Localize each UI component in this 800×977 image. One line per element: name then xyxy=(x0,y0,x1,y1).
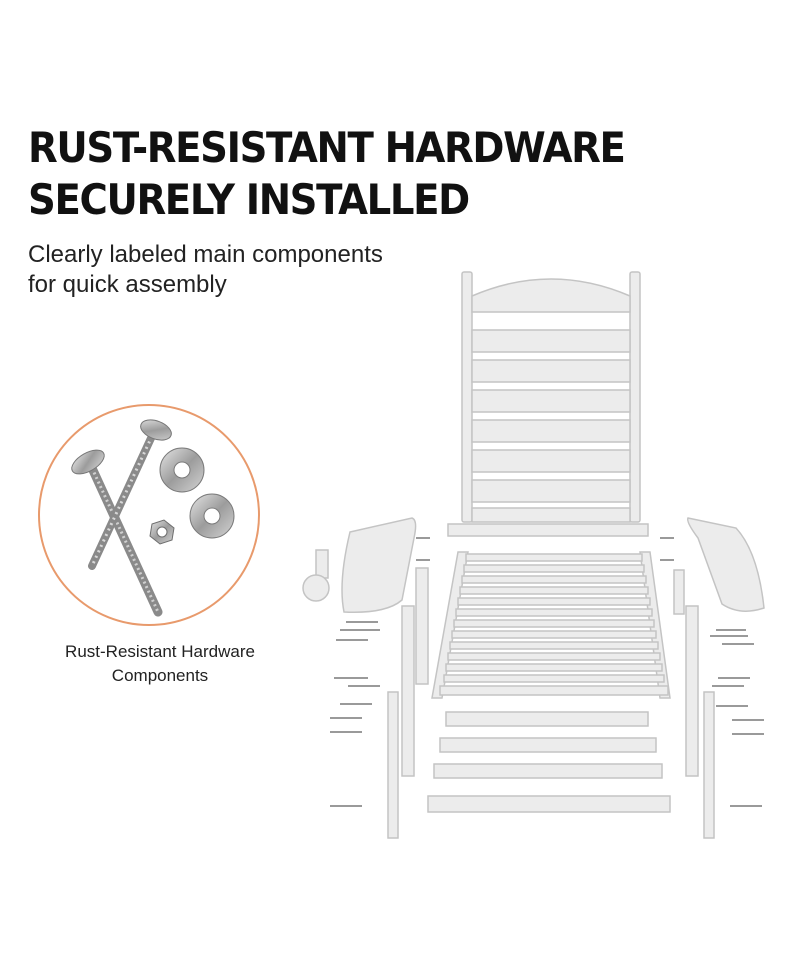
exploded-chair-diagram xyxy=(302,271,765,839)
hardware-label-line-1: Rust-Resistant Hardware xyxy=(65,642,255,661)
left-armrest-knob xyxy=(302,574,330,602)
hardware-label-line-2: Components xyxy=(111,666,209,685)
rail-3 xyxy=(433,763,663,779)
washer-icon xyxy=(159,447,205,493)
seat-frame xyxy=(431,551,671,699)
headline-line-1: RUST-RESISTANT HARDWARE xyxy=(28,123,626,172)
hardware-callout-circle xyxy=(38,404,260,626)
screw-set-left xyxy=(330,537,430,807)
nut-icon xyxy=(149,519,175,545)
left-leg-brace xyxy=(415,567,429,685)
screw-icon xyxy=(88,419,172,570)
bolt-icon xyxy=(71,449,163,617)
headline-line-2: SECURELY INSTALLED xyxy=(28,175,470,224)
right-armrest-support xyxy=(673,569,685,615)
left-front-leg xyxy=(401,605,415,777)
left-armrest xyxy=(341,517,417,613)
rail-2 xyxy=(439,737,657,753)
rail-1 xyxy=(445,711,649,727)
subheadline-line-1: Clearly labeled main components xyxy=(28,241,383,268)
rail-4 xyxy=(427,795,671,813)
left-rear-leg xyxy=(387,691,399,839)
screw-set-right xyxy=(660,537,764,807)
right-rear-leg xyxy=(703,691,715,839)
backrest-panel xyxy=(447,271,649,537)
subheadline: Clearly labeled main components for quic… xyxy=(28,240,383,300)
left-armrest-peg xyxy=(315,549,329,579)
hardware-illustration xyxy=(71,419,235,617)
washer-icon xyxy=(189,493,235,539)
right-front-leg xyxy=(685,605,699,777)
hardware-callout-label: Rust-Resistant Hardware Components xyxy=(20,640,300,688)
subheadline-line-2: for quick assembly xyxy=(28,271,227,298)
right-armrest xyxy=(686,517,765,612)
headline: RUST-RESISTANT HARDWARE SECURELY INSTALL… xyxy=(28,122,626,226)
